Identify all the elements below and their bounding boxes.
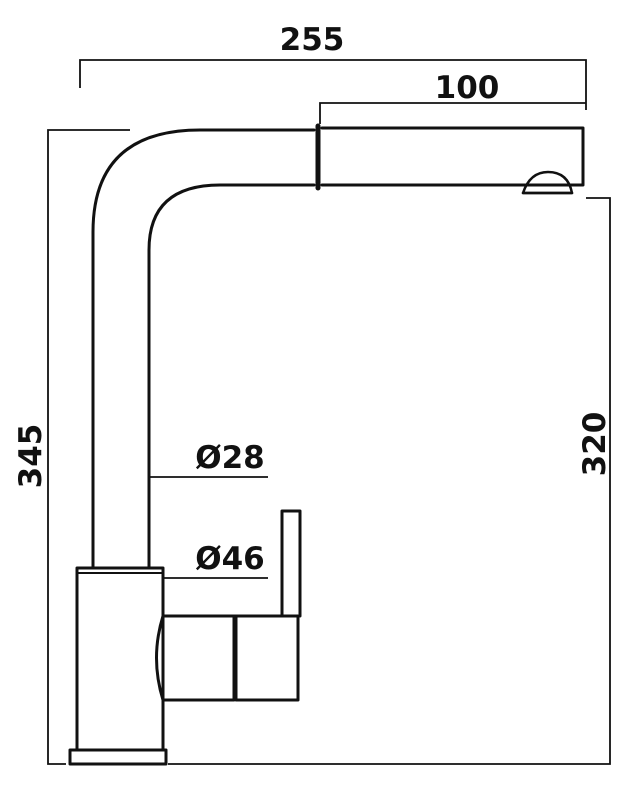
- base-plate: [68, 748, 168, 766]
- label-tube-diameter: Ø28: [195, 440, 265, 476]
- spout-inner-contour: [147, 183, 316, 570]
- label-total-height: 345: [13, 424, 49, 489]
- label-spout-height: 320: [577, 412, 613, 477]
- handle-hub: [234, 614, 300, 702]
- faucet-body: [75, 566, 165, 752]
- handle-cylinder: [155, 614, 236, 702]
- dimension-line-spout-pullout: [319, 102, 586, 124]
- dimension-line-total-width: [79, 59, 587, 110]
- dimension-line-total-height: [47, 129, 130, 765]
- label-total-width: 255: [280, 22, 345, 58]
- dimension-line-spout-height: [168, 197, 611, 765]
- spray-nozzle: [521, 170, 574, 195]
- spout-outer-contour: [91, 128, 316, 570]
- label-body-diameter: Ø46: [195, 541, 265, 577]
- handle-lever: [161, 509, 302, 618]
- dimension-lines: [47, 59, 611, 765]
- pullout-spray-head: [320, 126, 585, 187]
- faucet-outline: [68, 123, 585, 766]
- label-spout-pullout: 100: [435, 70, 500, 106]
